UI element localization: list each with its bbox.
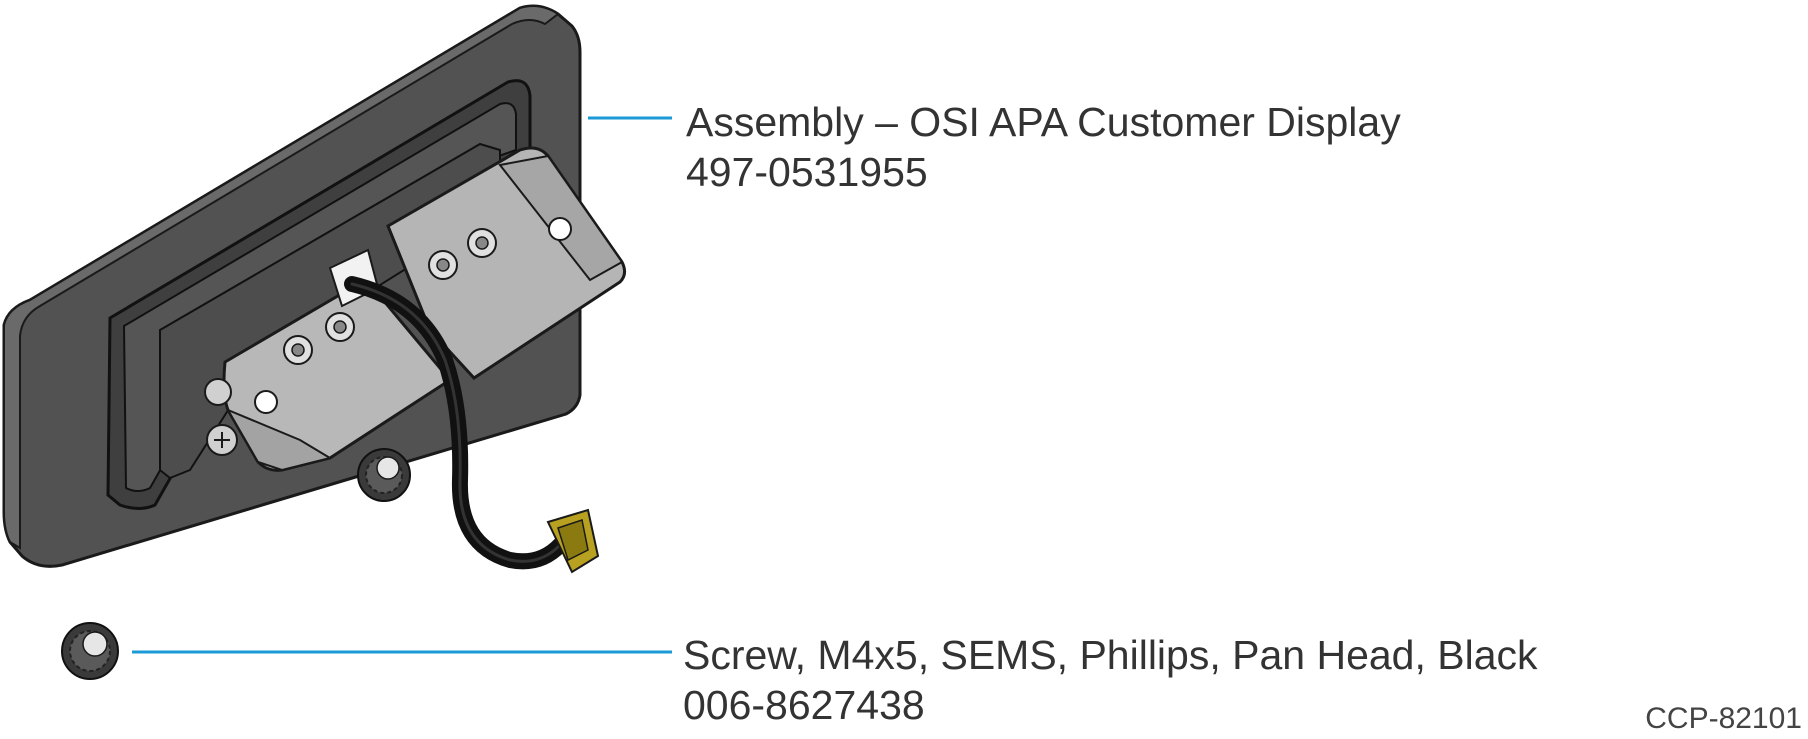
connector-icon xyxy=(546,508,600,574)
callout-screw-part-number: 006-8627438 xyxy=(683,682,925,728)
figure-id: CCP-82101 xyxy=(1645,702,1802,735)
customer-display-assembly-icon xyxy=(2,4,627,568)
callout-assembly: Assembly – OSI APA Customer Display 497-… xyxy=(686,97,1401,197)
cable-icon xyxy=(344,276,568,570)
callout-assembly-name: Assembly – OSI APA Customer Display xyxy=(686,99,1401,145)
screw-icon xyxy=(357,448,411,502)
screw-icon xyxy=(61,622,119,680)
callout-screw: Screw, M4x5, SEMS, Phillips, Pan Head, B… xyxy=(683,630,1538,730)
callout-screw-name: Screw, M4x5, SEMS, Phillips, Pan Head, B… xyxy=(683,632,1538,678)
callout-assembly-part-number: 497-0531955 xyxy=(686,149,928,195)
